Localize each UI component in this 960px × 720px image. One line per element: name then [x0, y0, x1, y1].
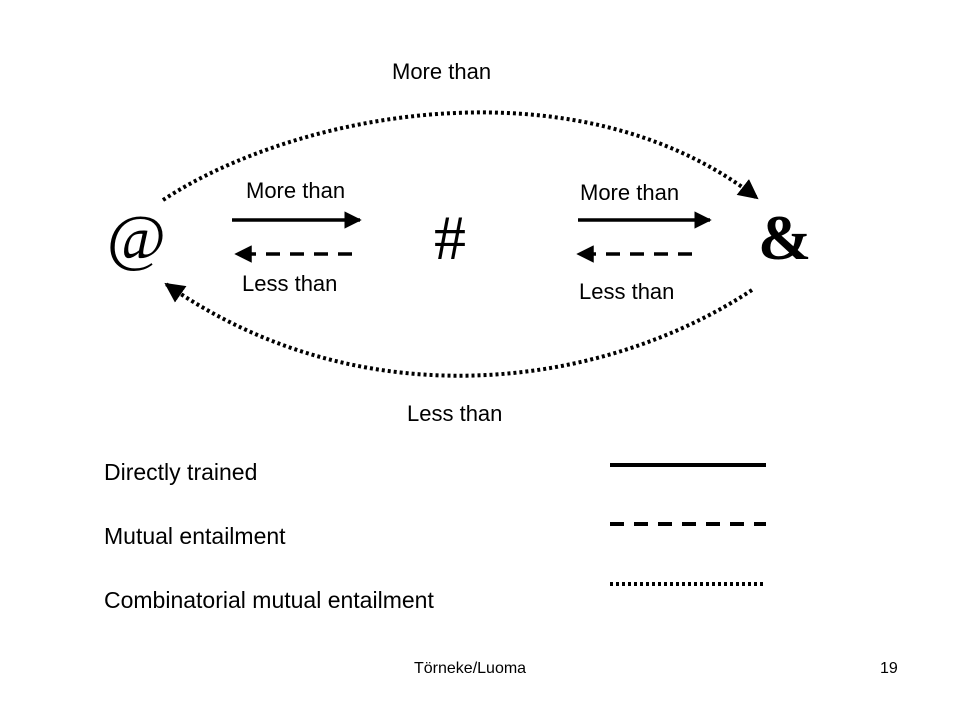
left-pair-bottom-label: Less than [242, 271, 338, 296]
page-number: 19 [880, 660, 898, 677]
node-hash: # [434, 202, 466, 273]
right-pair-bottom-label: Less than [579, 279, 675, 304]
bottom-arc-label: Less than [407, 401, 503, 426]
left-pair-top-label: More than [246, 178, 346, 203]
node-ampersand: & [758, 202, 812, 273]
legend-mutual-entailment: Mutual entailment [104, 523, 286, 549]
legend-directly-trained: Directly trained [104, 459, 258, 485]
legend-combinatorial: Combinatorial mutual entailment [104, 587, 434, 613]
bottom-arc-combinatorial [164, 282, 754, 378]
right-pair-top-label: More than [580, 180, 680, 205]
node-at: @ [107, 202, 166, 273]
top-arc-combinatorial [161, 110, 759, 202]
top-arc-label: More than [392, 59, 492, 84]
footer-author: Törneke/Luoma [414, 660, 527, 677]
